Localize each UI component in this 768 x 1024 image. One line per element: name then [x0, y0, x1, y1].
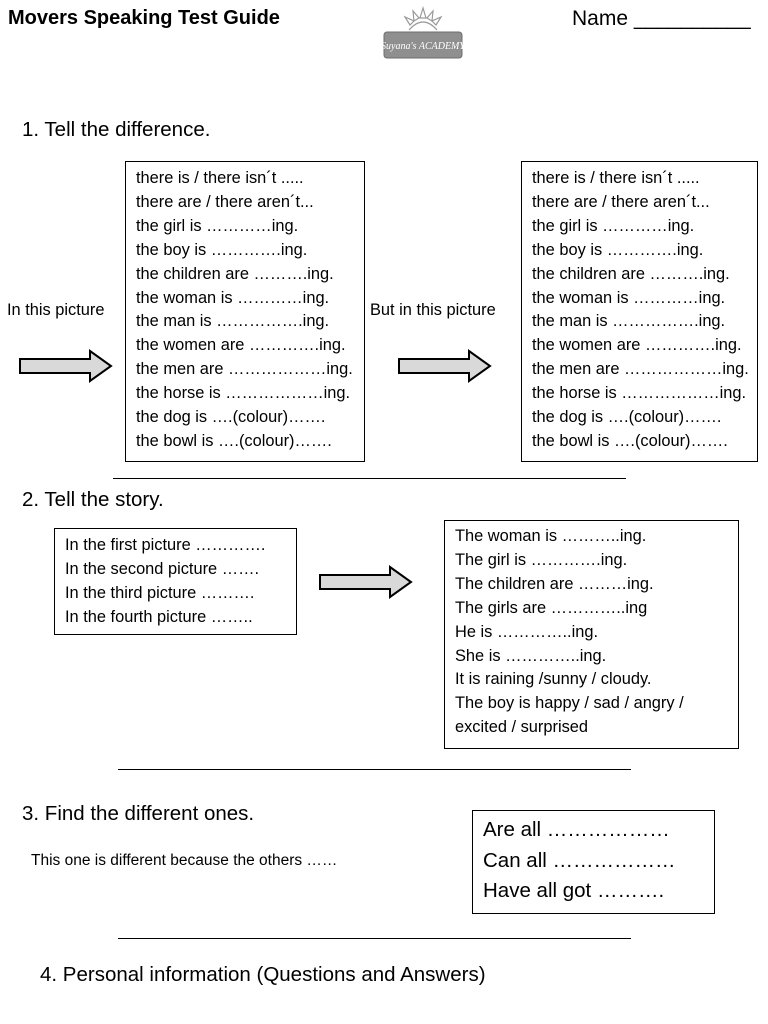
phrase: the dog is ….(colour)…….: [532, 408, 722, 427]
phrase: It is raining /sunny / cloudy.: [455, 670, 652, 689]
document-title: Movers Speaking Test Guide: [8, 7, 280, 29]
right-arrow-icon: [398, 349, 492, 383]
in-this-picture-label: In this picture: [7, 301, 105, 319]
academy-logo: Suyana's ACADEMY: [381, 5, 466, 59]
phrase: Have all got ……….: [483, 879, 665, 902]
phrase: the men are ………………ing.: [532, 360, 749, 379]
sequence-item: In the fourth picture ……..: [65, 607, 253, 626]
phrase: the dog is ….(colour)…….: [136, 408, 326, 427]
phrase: the boy is ………….ing.: [532, 240, 704, 259]
sequence-item: In the second picture …….: [65, 559, 260, 578]
phrase: the children are ……….ing.: [136, 264, 334, 283]
story-phrase-box: The woman is ………..ing. The girl is ………….…: [444, 520, 739, 749]
phrase: The children are ………ing.: [455, 574, 654, 593]
phrase: there are / there aren´t...: [136, 192, 314, 211]
sun-rays-icon: [403, 5, 443, 31]
phrase: The woman is ………..ing.: [455, 527, 647, 545]
phrase: the boy is ………….ing.: [136, 240, 308, 259]
phrase: the bowl is ….(colour)…….: [532, 431, 728, 450]
phrase: She is …………..ing.: [455, 646, 607, 665]
phrase: there are / there aren´t...: [532, 192, 710, 211]
right-arrow-icon: [19, 349, 113, 383]
phrase: The girl is ………….ing.: [455, 550, 628, 569]
phrase: the man is …………….ing.: [532, 312, 726, 331]
phrase: the men are ………………ing.: [136, 360, 353, 379]
phrase: the bowl is ….(colour)…….: [136, 431, 332, 450]
different-because-sentence: This one is different because the others…: [31, 852, 338, 869]
section-4-heading: 4. Personal information (Questions and A…: [40, 963, 486, 986]
picture-sequence-box: In the first picture …………. In the second…: [54, 528, 297, 635]
phrase: the women are ………….ing.: [532, 336, 742, 355]
section-divider: [118, 938, 631, 939]
phrase: excited / surprised: [455, 718, 589, 737]
sequence-item: In the third picture ……….: [65, 583, 255, 602]
phrase: there is / there isn´t .....: [136, 169, 304, 187]
find-different-phrase-box: Are all ……………… Can all ……………… Have all g…: [472, 810, 715, 914]
name-field-label: Name __________: [572, 7, 751, 30]
phrase: the man is …………….ing.: [136, 312, 330, 331]
section-divider: [118, 769, 631, 770]
phrase: The girls are …………..ing: [455, 598, 648, 617]
phrase-box-right: there is / there isn´t ..... there are /…: [521, 161, 758, 462]
logo-text: Suyana's ACADEMY: [381, 41, 466, 52]
phrase: the children are ……….ing.: [532, 264, 730, 283]
phrase: Can all ………………: [483, 848, 676, 872]
sequence-item: In the first picture ………….: [65, 536, 266, 554]
section-2-heading: 2. Tell the story.: [22, 488, 164, 511]
phrase: the woman is …………ing.: [532, 288, 726, 307]
phrase: the woman is …………ing.: [136, 288, 330, 307]
phrase: He is …………..ing.: [455, 622, 598, 641]
section-3-heading: 3. Find the different ones.: [22, 802, 255, 825]
phrase: the girl is …………ing.: [136, 216, 299, 235]
phrase: the women are ………….ing.: [136, 336, 346, 355]
phrase: there is / there isn´t .....: [532, 169, 700, 187]
but-in-this-picture-label: But in this picture: [370, 301, 496, 319]
section-divider: [113, 478, 626, 479]
phrase-box-left: there is / there isn´t ..... there are /…: [125, 161, 365, 462]
phrase: The boy is happy / sad / angry /: [455, 694, 684, 713]
phrase: the girl is …………ing.: [532, 216, 695, 235]
phrase: the horse is ………………ing.: [532, 384, 747, 403]
section-1-heading: 1. Tell the difference.: [22, 118, 211, 141]
right-arrow-icon: [319, 565, 413, 599]
phrase: Are all ………………: [483, 818, 670, 841]
phrase: the horse is ………………ing.: [136, 384, 351, 403]
